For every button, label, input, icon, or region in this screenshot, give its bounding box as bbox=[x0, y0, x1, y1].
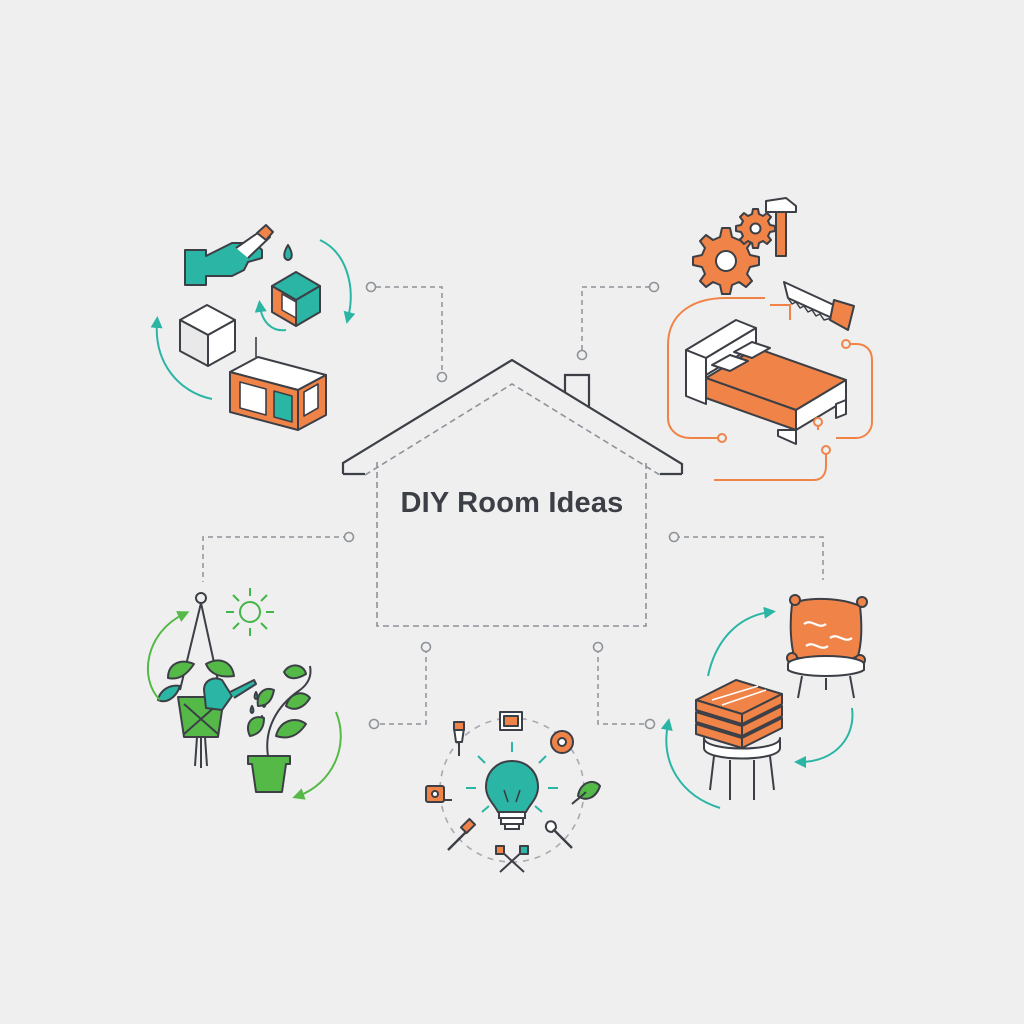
paint-cube-icon bbox=[179, 224, 327, 431]
node bbox=[420, 641, 432, 653]
node bbox=[368, 718, 380, 730]
cycle-arrows-green bbox=[146, 611, 342, 800]
node bbox=[343, 531, 355, 543]
connector-top-right bbox=[581, 286, 650, 354]
house-outline bbox=[341, 358, 684, 627]
connector-nodes bbox=[343, 281, 680, 730]
lightbulb-tools-icon bbox=[425, 711, 601, 873]
cycle-arrows-teal bbox=[150, 239, 356, 400]
connector-right bbox=[675, 536, 824, 580]
node bbox=[668, 531, 680, 543]
diagram-title: DIY Room Ideas bbox=[400, 487, 624, 519]
connector-bottom-right bbox=[597, 648, 648, 725]
connector-left bbox=[202, 536, 348, 582]
connector-bottom-left bbox=[376, 648, 427, 725]
bed-tools-icon bbox=[685, 197, 855, 445]
cycle-arrows-teal-right bbox=[660, 606, 854, 809]
connector-lines bbox=[202, 286, 824, 725]
node bbox=[576, 349, 588, 361]
cushion-stool-icon bbox=[695, 594, 868, 800]
node bbox=[436, 371, 448, 383]
sun-icon bbox=[226, 588, 274, 636]
node bbox=[648, 281, 660, 293]
plants-icon bbox=[157, 592, 312, 793]
circuit-nodes bbox=[717, 339, 851, 455]
connector-top-left bbox=[376, 286, 443, 376]
node bbox=[644, 718, 656, 730]
node bbox=[365, 281, 377, 293]
node bbox=[592, 641, 604, 653]
